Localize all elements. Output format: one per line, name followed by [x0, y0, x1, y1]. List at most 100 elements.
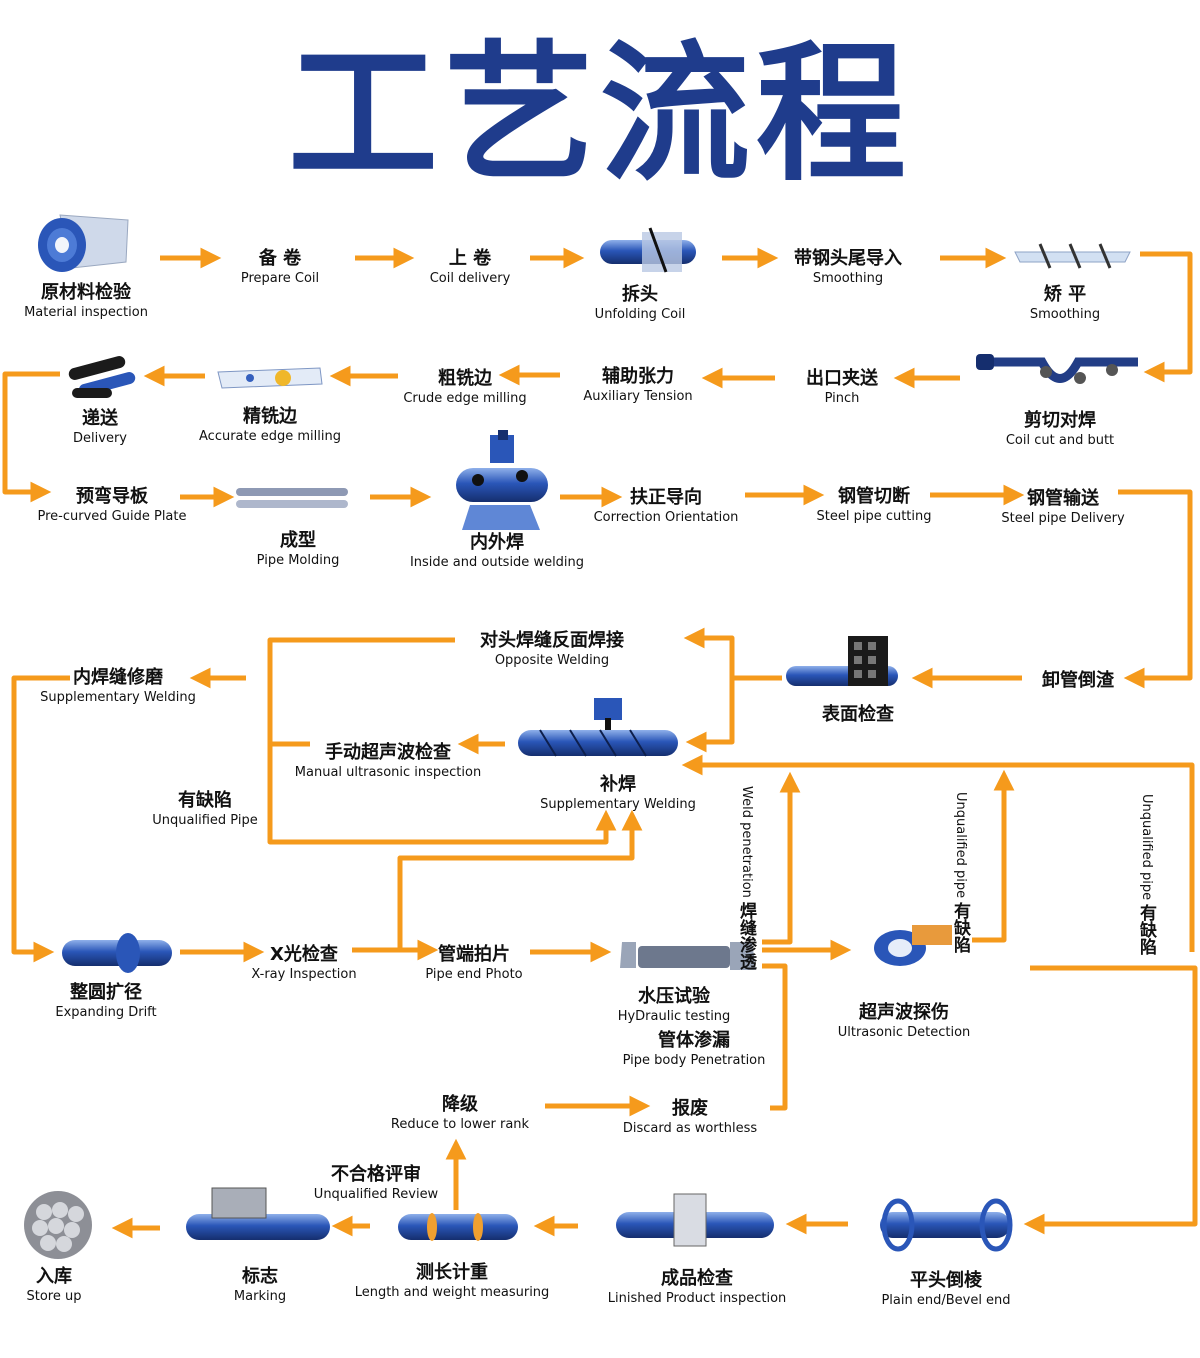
step-en: Delivery — [73, 431, 127, 446]
arrow — [397, 809, 643, 950]
step-en: Correction Orientation — [593, 510, 739, 525]
step-cn: 扶正导向 — [630, 487, 702, 508]
step-en: Supplementary Welding — [40, 690, 196, 705]
label-unqualified-pipe: 有缺陷 Unqualified Pipe — [152, 790, 257, 829]
coil-icon — [38, 214, 129, 272]
hydraulic-icon — [620, 942, 756, 970]
step-bevel: 平头倒棱 Plain end/Bevel end — [881, 1270, 1010, 1309]
step-cn: 剪切对焊 — [1024, 410, 1096, 431]
arrow — [2, 371, 60, 503]
bevel-icon — [880, 1198, 1013, 1252]
step-cn: 内焊缝修磨 — [72, 667, 163, 688]
ultrasonic-icon — [874, 925, 952, 966]
step-crude-milling: 粗铣边 Crude edge milling — [403, 368, 526, 407]
step-cn: 粗铣边 — [438, 368, 492, 389]
cut-butt-icon — [976, 354, 1138, 384]
arrow — [11, 675, 70, 963]
step-raw-material: 原材料检验 Material inspection — [24, 282, 148, 321]
step-guide-plate: 预弯导板 Pre-curved Guide Plate — [38, 486, 187, 525]
step-body-penetration: 管体渗漏 Pipe body Penetration — [623, 1030, 766, 1069]
step-reduce-rank: 降级 Reduce to lower rank — [391, 1094, 529, 1133]
step-en: Plain end/Bevel end — [881, 1293, 1011, 1308]
arrow — [681, 754, 1195, 952]
step-cn: 有缺陷 — [177, 790, 232, 811]
step-cn: 递送 — [82, 408, 118, 429]
step-cn: 报废 — [672, 1098, 708, 1119]
delivery-rollers-icon — [68, 356, 136, 398]
edge-milling-icon — [217, 367, 323, 389]
step-unload: 卸管倒渣 — [1042, 670, 1114, 692]
step-en: Manual ultrasonic inspection — [294, 765, 482, 780]
step-en: Store up — [26, 1289, 82, 1304]
step-surface: 表面检查 — [822, 704, 894, 726]
step-measuring: 测长计重 Length and weight measuring — [355, 1262, 550, 1301]
label-unqualified-v2: Unqualified pipe 有缺陷 — [1136, 794, 1156, 955]
step-en: Length and weight measuring — [354, 1285, 550, 1300]
step-cn: 管体渗漏 — [657, 1030, 730, 1051]
step-coil-delivery: 上 卷 Coil delivery — [430, 248, 511, 287]
step-cn: 出口夹送 — [806, 368, 878, 389]
step-accurate-milling: 精铣边 Accurate edge milling — [199, 406, 341, 445]
step-welding: 内外焊 Inside and outside welding — [410, 532, 584, 571]
step-en: Crude edge milling — [403, 391, 527, 406]
supplementary-welding-icon — [518, 698, 678, 757]
step-cn: 手动超声波检查 — [324, 742, 451, 763]
step-hydraulic: 水压试验 HyDraulic testing — [618, 986, 731, 1025]
smoothing-icon — [1014, 243, 1131, 269]
step-cn: 对头焊缝反面焊接 — [480, 630, 624, 651]
step-en: Smoothing — [1029, 307, 1101, 322]
step-marking: 标志 Marking — [234, 1266, 286, 1305]
step-cn: 原材料检验 — [41, 282, 131, 303]
step-cn: 入库 — [35, 1266, 72, 1287]
step-ultrasonic: 超声波探伤 Ultrasonic Detection — [838, 1002, 971, 1041]
step-supp-weld: 补焊 Supplementary Welding — [540, 774, 696, 813]
step-opposite: 对头焊缝反面焊接 Opposite Welding — [480, 630, 624, 669]
step-en: Expanding Drift — [55, 1005, 157, 1020]
step-smoothing: 矫 平 Smoothing — [1030, 284, 1100, 323]
step-expanding: 整圆扩径 Expanding Drift — [55, 982, 156, 1021]
step-cut-butt: 剪切对焊 Coil cut and butt — [1006, 410, 1114, 449]
step-cn: 辅助张力 — [601, 366, 674, 387]
step-review: 不合格评审 Unqualified Review — [314, 1164, 438, 1203]
step-lead-in: 带钢头尾导入 Smoothing — [794, 248, 902, 287]
step-cn: 备 卷 — [258, 248, 302, 269]
arrow — [267, 637, 617, 845]
step-en: Pipe Molding — [256, 553, 340, 568]
step-discard: 报废 Discard as worthless — [623, 1098, 757, 1137]
step-cn: 上 卷 — [448, 248, 492, 269]
step-cn: 补焊 — [599, 774, 636, 795]
step-en: Pipe end Photo — [425, 967, 523, 982]
step-en: Unqualified Pipe — [152, 813, 258, 828]
step-en: Smoothing — [812, 271, 884, 286]
label-unqualified-v1: Unqualified pipe 有缺陷 — [950, 792, 970, 953]
step-cn: 矫 平 — [1043, 284, 1087, 305]
step-en: Unfolding Coil — [594, 307, 686, 322]
step-en: Unqualified pipe — [1139, 794, 1154, 901]
surface-inspection-icon — [786, 636, 898, 686]
arrow — [1023, 965, 1198, 1235]
arrow — [1140, 251, 1193, 383]
step-unfolding: 拆头 Unfolding Coil — [595, 284, 686, 323]
step-cn: 预弯导板 — [76, 486, 148, 507]
step-cn: 测长计重 — [416, 1262, 488, 1283]
pipe-bundle-icon — [24, 1191, 92, 1259]
label-weld-penetration: Weld penetration 焊缝渗透 — [736, 786, 756, 970]
step-cn: 钢管输送 — [1026, 488, 1099, 509]
step-cn: X光检查 — [270, 944, 338, 965]
step-en: Pre-curved Guide Plate — [37, 509, 187, 524]
step-cn: 钢管切断 — [838, 486, 910, 507]
step-en: Weld penetration — [739, 786, 754, 898]
arrow — [762, 963, 788, 1111]
step-cn: 成品检查 — [660, 1268, 733, 1289]
step-en: Ultrasonic Detection — [837, 1025, 971, 1040]
step-en: Steel pipe Delivery — [1001, 511, 1125, 526]
step-en: Coil cut and butt — [1005, 433, 1115, 448]
arrow — [762, 771, 801, 945]
step-cn: 表面检查 — [822, 704, 894, 725]
step-cutting: 钢管切断 Steel pipe cutting — [816, 486, 931, 525]
step-cn: 内外焊 — [470, 532, 524, 553]
marking-icon — [186, 1187, 330, 1240]
arrow — [683, 627, 782, 681]
step-en: X-ray Inspection — [251, 967, 357, 982]
